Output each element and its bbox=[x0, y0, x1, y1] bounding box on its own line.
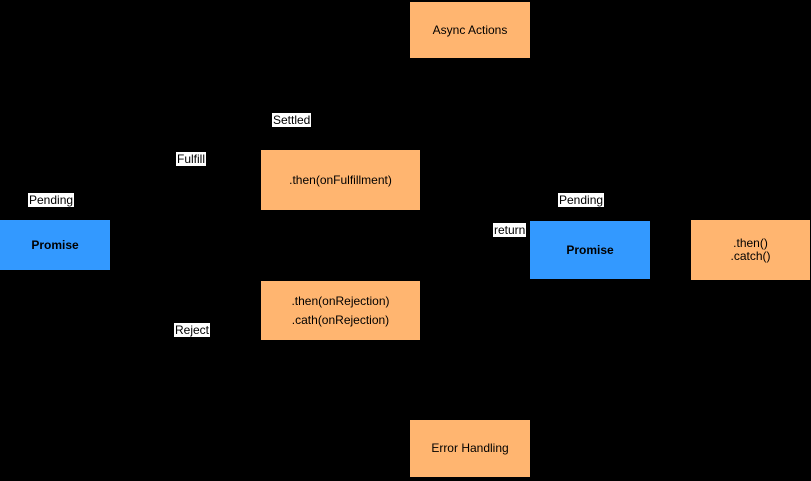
node-async-actions: Async Actions bbox=[410, 2, 530, 58]
edge-label-reject: Reject bbox=[174, 323, 211, 337]
node-then-onrejection-line1: .then(onRejection) bbox=[291, 293, 390, 308]
node-then-onfulfillment: .then(onFulfillment) bbox=[261, 150, 420, 210]
edge-label-pending-left: Pending bbox=[28, 193, 75, 207]
node-promise-left: Promise bbox=[0, 220, 110, 270]
node-async-actions-label: Async Actions bbox=[432, 22, 508, 37]
node-promise-right: Promise bbox=[530, 221, 650, 279]
node-promise-left-label: Promise bbox=[31, 237, 79, 252]
edge-label-return: return bbox=[493, 223, 527, 237]
edge-label-fulfill: Fulfill bbox=[176, 152, 207, 166]
edge-label-pending-right: Pending bbox=[558, 193, 605, 207]
node-error-handling: Error Handling bbox=[410, 420, 530, 477]
node-then-onrejection: .then(onRejection) .cath(onRejection) bbox=[261, 281, 420, 340]
node-then-catch-line2: .catch() bbox=[730, 249, 771, 263]
node-then-catch-line1: .then() bbox=[733, 236, 768, 250]
edge-label-settled: Settled bbox=[272, 113, 312, 127]
node-then-catch: .then() .catch() bbox=[691, 220, 810, 280]
node-error-handling-label: Error Handling bbox=[431, 441, 509, 455]
node-promise-right-label: Promise bbox=[566, 242, 614, 257]
node-then-onrejection-line2: .cath(onRejection) bbox=[291, 312, 390, 327]
node-then-onfulfillment-label: .then(onFulfillment) bbox=[289, 172, 392, 187]
